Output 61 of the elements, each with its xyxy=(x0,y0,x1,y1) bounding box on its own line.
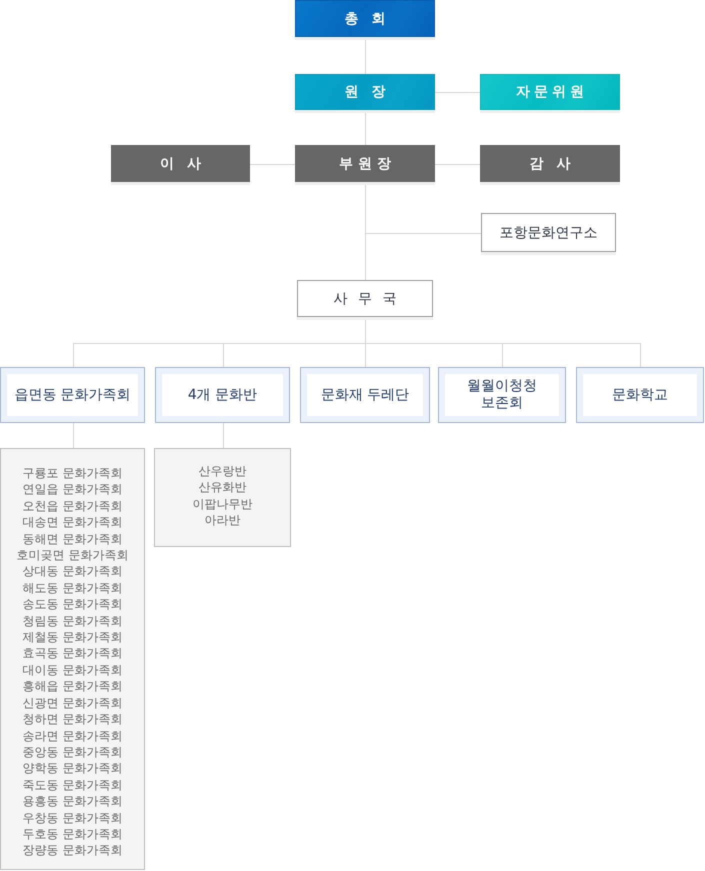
list-item: 청하면 문화가족회 xyxy=(22,711,122,728)
position-title: 자문위원 xyxy=(515,83,588,101)
list-panel xyxy=(154,448,291,547)
connector-line xyxy=(434,92,480,93)
position-title: 총 회 xyxy=(344,10,390,28)
position-box xyxy=(111,145,250,182)
position-title: 원 장 xyxy=(344,83,390,101)
unit-box xyxy=(155,367,290,423)
unit-name: 문화재 두레단 xyxy=(320,386,410,404)
unit-name: 문화학교 xyxy=(612,386,668,404)
list-item: 효곡동 문화가족회 xyxy=(22,645,122,662)
list-item: 해도동 문화가족회 xyxy=(22,580,122,596)
list-item: 죽도동 문화가족회 xyxy=(22,776,122,794)
list-item: 산우랑반 xyxy=(198,463,246,480)
position-title: 감 사 xyxy=(528,154,574,172)
connector-line xyxy=(73,422,74,448)
list-item: 구룡포 문화가족회 xyxy=(22,465,122,482)
department-box xyxy=(481,213,616,252)
list-item: 중앙동 문화가족회 xyxy=(22,744,122,760)
list-item: 동해면 문화가족회 xyxy=(22,530,122,548)
list-item: 호미곶면 문화가족회 xyxy=(16,547,128,564)
department-box xyxy=(297,280,433,317)
list-item: 용흥동 문화가족회 xyxy=(22,793,122,810)
unit-box xyxy=(438,367,566,423)
list-item: 대이동 문화가족회 xyxy=(22,662,122,678)
list-item: 우창동 문화가족회 xyxy=(22,810,122,826)
position-box xyxy=(295,0,435,37)
unit-box xyxy=(300,367,430,423)
list-item: 장량동 문화가족회 xyxy=(22,842,122,859)
list-item: 흥해읍 문화가족회 xyxy=(22,678,122,695)
list-item: 제철동 문화가족회 xyxy=(22,629,122,646)
list-item: 신광면 문화가족회 xyxy=(22,694,122,712)
list-item: 대송면 문화가족회 xyxy=(22,514,122,531)
position-title: 이 사 xyxy=(159,154,205,172)
list-panel xyxy=(0,448,145,870)
position-title: 부원장 xyxy=(338,154,396,172)
connector-line xyxy=(223,422,224,448)
connector-line xyxy=(434,164,480,165)
position-box xyxy=(295,74,435,110)
unit-name: 읍면동 문화가족회 xyxy=(14,386,131,404)
unit-name: 4개 문화반 xyxy=(188,386,258,404)
list-item: 송라면 문화가족회 xyxy=(22,728,122,744)
department-name: 포항문화연구소 xyxy=(500,224,598,242)
list-item: 오천읍 문화가족회 xyxy=(22,498,122,514)
unit-name: 월월이청청 보존회 xyxy=(466,378,538,412)
department-name: 사 무 국 xyxy=(332,290,400,308)
unit-box xyxy=(576,367,704,423)
list-item: 연일읍 문화가족회 xyxy=(22,481,122,498)
list-item: 산유화반 xyxy=(198,479,246,496)
list-item: 이팝나무반 xyxy=(192,496,252,512)
list-item: 청림동 문화가족회 xyxy=(22,612,122,630)
list-item: 상대동 문화가족회 xyxy=(22,563,122,580)
list-item: 양학동 문화가족회 xyxy=(22,760,122,777)
unit-box xyxy=(0,367,145,423)
position-box xyxy=(295,145,435,182)
position-box xyxy=(480,74,620,110)
list-item: 두호동 문화가족회 xyxy=(22,826,122,842)
connector-line xyxy=(250,164,296,165)
list-item: 아라반 xyxy=(204,512,240,529)
position-box xyxy=(480,145,620,182)
list-item: 송도동 문화가족회 xyxy=(22,596,122,613)
